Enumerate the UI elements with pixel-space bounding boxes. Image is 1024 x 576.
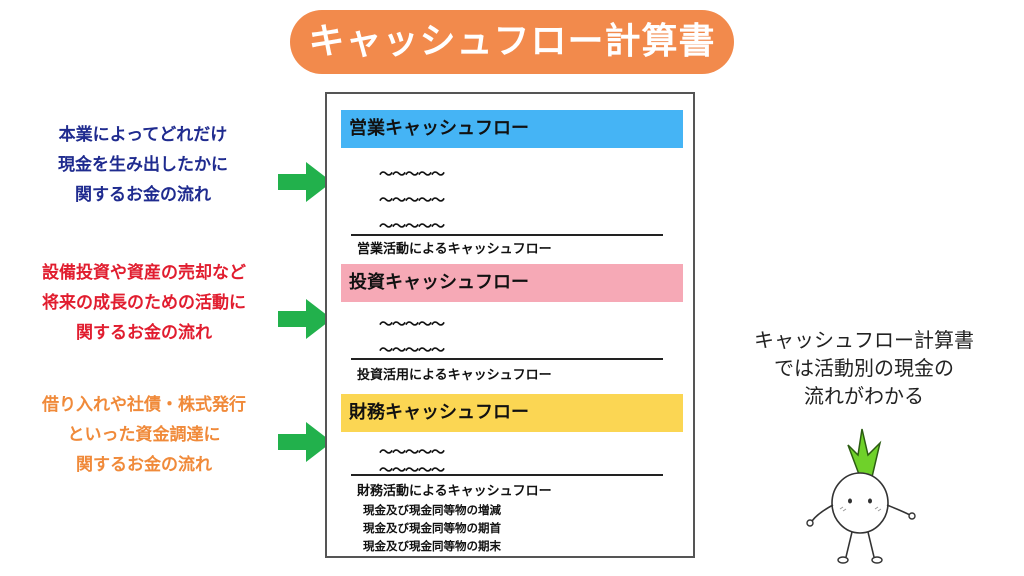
right-arrow-icon [278,162,332,202]
cash-change-line: 現金及び現金同等物の増減 [363,503,501,517]
cash-flow-statement-document: 営業キャッシュフロー 〜〜〜〜〜 〜〜〜〜〜 〜〜〜〜〜 営業活動によるキャッシ… [325,92,695,558]
operating-cf-header: 営業キャッシュフロー [341,110,683,148]
investing-description-line: 設備投資や資産の売却など [42,263,246,283]
line-item-placeholder: 〜〜〜〜〜 [379,445,445,461]
operating-cf-subtotal: 営業活動によるキャッシュフロー [357,242,552,257]
investing-description-line: 関するお金の流れ [76,323,212,343]
operating-description-line: 現金を生み出したかに [58,155,228,175]
line-item-placeholder: 〜〜〜〜〜 [379,219,445,235]
cash-ending-line: 現金及び現金同等物の期末 [363,539,501,553]
line-item-placeholder: 〜〜〜〜〜 [379,167,445,183]
side-note-line: 流れがわかる [804,384,924,408]
cash-beginning-line: 現金及び現金同等物の期首 [363,521,501,535]
investing-cf-header: 投資キャッシュフロー [341,264,683,302]
subtotal-rule [351,234,663,236]
operating-description: 本業によってどれだけ 現金を生み出したかに 関するお金の流れ [18,120,268,210]
investing-description-line: 将来の成長のための活動に [42,293,246,313]
investing-description: 設備投資や資産の売却など 将来の成長のための活動に 関するお金の流れ [10,258,278,348]
line-item-placeholder: 〜〜〜〜〜 [379,317,445,333]
line-item-placeholder: 〜〜〜〜〜 [379,343,445,359]
side-note-line: キャッシュフロー計算書 [754,328,974,352]
right-arrow-icon [278,299,332,339]
right-arrow-icon [278,422,332,462]
mascot-character [806,428,916,564]
operating-description-line: 関するお金の流れ [75,185,211,205]
financing-description-line: といった資金調達に [67,425,221,445]
side-note-line: では活動別の現金の [774,356,954,380]
subtotal-rule [351,358,663,360]
financing-description-line: 借り入れや社債・株式発行 [42,395,246,415]
line-item-placeholder: 〜〜〜〜〜 [379,193,445,209]
operating-description-line: 本業によってどれだけ [58,125,228,145]
investing-cf-subtotal: 投資活用によるキャッシュフロー [357,368,552,383]
side-note: キャッシュフロー計算書 では活動別の現金の 流れがわかる [726,326,1002,410]
financing-description: 借り入れや社債・株式発行 といった資金調達に 関するお金の流れ [10,390,278,480]
financing-description-line: 関するお金の流れ [76,455,212,475]
line-item-placeholder: 〜〜〜〜〜 [379,463,445,479]
financing-cf-subtotal: 財務活動によるキャッシュフロー [357,484,552,499]
financing-cf-header: 財務キャッシュフロー [341,394,683,432]
page-title: キャッシュフロー計算書 [290,10,734,74]
subtotal-rule [351,474,663,476]
